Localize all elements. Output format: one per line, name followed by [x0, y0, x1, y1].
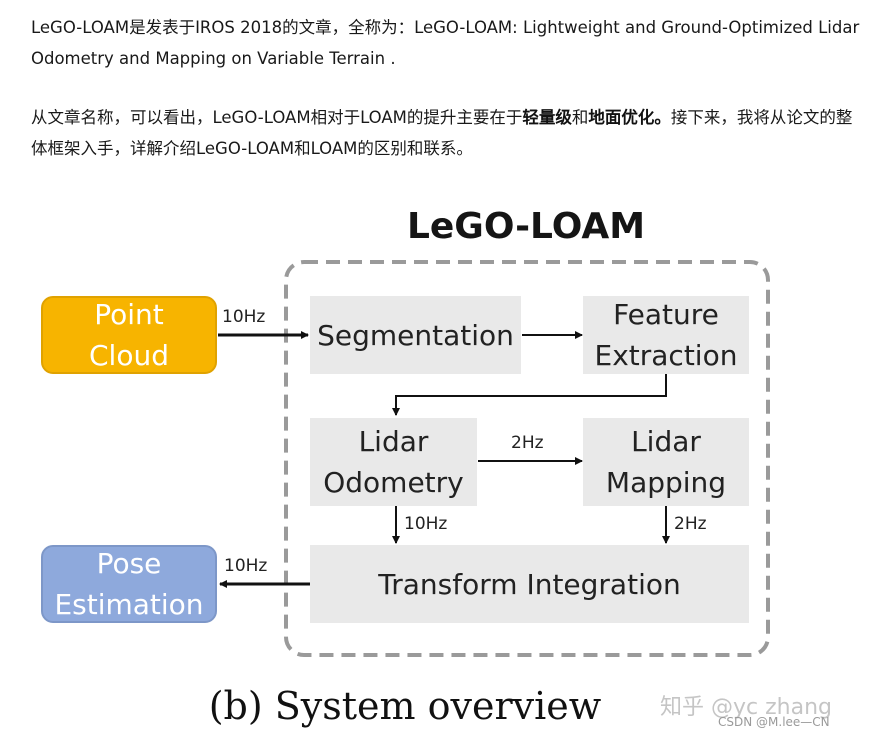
feature-extraction-label-line1: Feature: [613, 298, 719, 331]
lidar-odometry-node: Lidar Odometry: [310, 418, 477, 506]
segmentation-label: Segmentation: [317, 318, 514, 352]
feature-extraction-node: Feature Extraction: [583, 296, 749, 374]
lightweight-highlight: 轻量级: [522, 108, 572, 127]
ground-optimization-highlight: 地面优化。: [588, 108, 671, 127]
point-cloud-node: Point Cloud: [41, 296, 217, 374]
summary-text-end: 接下来，我将从论文的整体框架入手，详解介绍LeGO-LOAM和LOAM的区别和联…: [31, 108, 853, 158]
lidar-odometry-label-line1: Lidar: [358, 425, 429, 458]
intro-paragraph: LeGO-LOAM是发表于IROS 2018的文章，全称为：LeGO-LOAM:…: [31, 12, 863, 74]
segmentation-node: Segmentation: [310, 296, 521, 374]
feature-extraction-label-line2: Extraction: [594, 339, 738, 372]
intro-text: LeGO-LOAM是发表于IROS 2018的文章，全称为：LeGO-LOAM:…: [31, 18, 860, 68]
csdn-credit: CSDN @M.lee—CN: [718, 715, 830, 729]
summary-text-start: 从文章名称，可以看出，LeGO-LOAM相对于LOAM的提升主要在于: [31, 108, 523, 127]
figure-caption: (b) System overview: [208, 684, 602, 728]
transform-integration-node: Transform Integration: [310, 545, 749, 623]
pose-estimation-label-line1: Pose: [96, 547, 162, 580]
point-cloud-label-line2: Cloud: [89, 339, 169, 372]
edge-label-mapping-transform: 2Hz: [674, 514, 707, 534]
zhihu-watermark: 知乎 @yc zhang: [660, 695, 832, 720]
lidar-mapping-node: Lidar Mapping: [583, 418, 749, 506]
diagram-title: LeGO-LOAM: [406, 206, 646, 247]
edge-label-odometry-mapping: 2Hz: [511, 433, 544, 453]
lidar-odometry-label-line2: Odometry: [323, 466, 464, 499]
edge-label-odometry-transform: 10Hz: [404, 514, 448, 534]
summary-paragraph: 从文章名称，可以看出，LeGO-LOAM相对于LOAM的提升主要在于轻量级和地面…: [31, 102, 863, 164]
summary-conjunction: 和: [571, 108, 589, 127]
arrow-feature-to-odometry: [392, 373, 667, 416]
lidar-mapping-label-line2: Mapping: [605, 466, 727, 499]
pose-estimation-node: Pose Estimation: [41, 545, 217, 623]
lego-loam-dashed-frame: [284, 260, 770, 657]
point-cloud-label-line1: Point: [94, 298, 164, 331]
edge-label-transform-pose: 10Hz: [224, 556, 268, 576]
transform-integration-label: Transform Integration: [378, 567, 681, 601]
pose-estimation-label-line2: Estimation: [54, 588, 204, 621]
edge-label-pointcloud-segmentation: 10Hz: [222, 307, 266, 327]
lidar-mapping-label-line1: Lidar: [631, 425, 701, 458]
